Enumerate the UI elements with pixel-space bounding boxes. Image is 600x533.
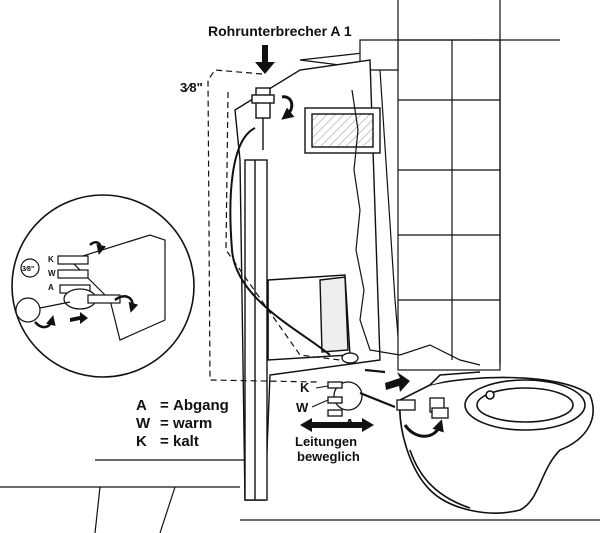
inset-label-a: A bbox=[48, 283, 54, 292]
legend-key-w: W bbox=[136, 415, 151, 432]
connection-label-k: K bbox=[300, 380, 310, 395]
inset-label-w: W bbox=[48, 269, 56, 278]
dashed-supply-line-2 bbox=[225, 91, 341, 361]
connection-label-w: W bbox=[296, 400, 309, 415]
legend-key-k: K bbox=[136, 433, 147, 450]
flexible-hose bbox=[229, 127, 331, 356]
legend-eq-w: = bbox=[160, 415, 169, 432]
legend-eq-a: = bbox=[160, 397, 169, 414]
plaster-edge bbox=[351, 89, 481, 366]
double-arrow-icon bbox=[300, 418, 374, 432]
rotate-arrow-icon bbox=[281, 95, 295, 120]
fraction-label: 3⁄8" bbox=[180, 80, 203, 95]
arrow-down-icon bbox=[255, 45, 275, 74]
lines-label-2: beweglich bbox=[297, 449, 360, 464]
legend-text-w: warm bbox=[172, 415, 212, 432]
dashed-supply-line bbox=[207, 69, 319, 383]
inset-label-k: K bbox=[48, 255, 54, 264]
legend-text-a: Abgang bbox=[173, 397, 229, 414]
lines-label-1: Leitungen bbox=[295, 434, 357, 449]
legend-key-a: A bbox=[136, 397, 147, 414]
toilet bbox=[398, 371, 594, 514]
arrow-right-icon bbox=[385, 372, 410, 392]
inset-label-fraction: 3⁄8" bbox=[22, 266, 34, 273]
legend-text-k: kalt bbox=[173, 433, 199, 450]
detail-inset: K W A 3⁄8" bbox=[11, 194, 195, 378]
installation-frame bbox=[234, 59, 381, 501]
legend: A = Abgang W = warm K = kalt bbox=[136, 397, 229, 450]
pipe-breaker bbox=[251, 87, 275, 150]
pipe-breaker-label: Rohrunterbrecher A 1 bbox=[208, 23, 352, 39]
floor bbox=[0, 459, 600, 533]
legend-eq-k: = bbox=[160, 433, 169, 450]
connection-block bbox=[327, 352, 396, 417]
curved-arrow-icon bbox=[403, 419, 444, 438]
toilet-connectors bbox=[396, 397, 449, 419]
